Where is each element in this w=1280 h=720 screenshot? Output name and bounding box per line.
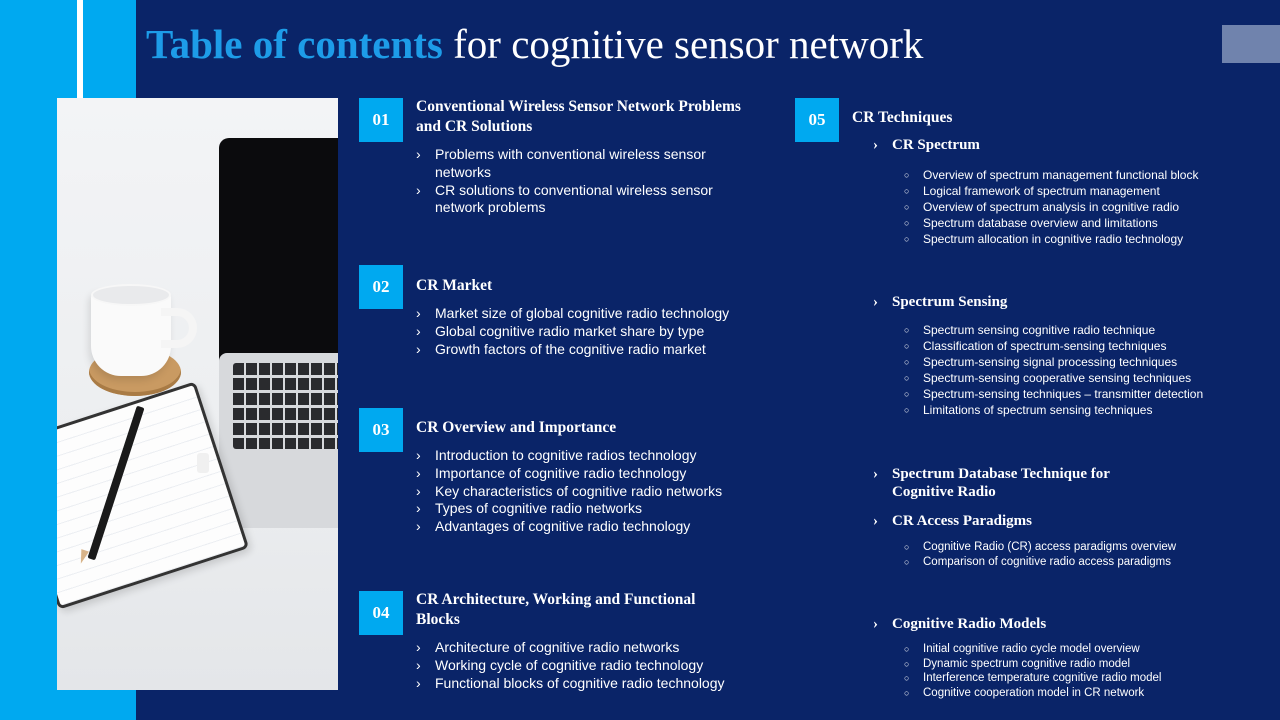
list-item: CR solutions to conventional wireless se… <box>416 182 716 218</box>
subsection-spectrum-sensing: ›Spectrum Sensing <box>873 294 1008 310</box>
list-item: Functional blocks of cognitive radio tec… <box>416 675 766 693</box>
section-heading-02: CR Market <box>416 277 493 294</box>
section-heading-01: Conventional Wireless Sensor Network Pro… <box>416 98 741 135</box>
desk-photo <box>57 98 338 690</box>
list-item: Types of cognitive radio networks <box>416 500 766 518</box>
list-item: Cognitive Radio (CR) access paradigms ov… <box>904 540 1176 555</box>
subsection-list-cr-spectrum: Overview of spectrum management function… <box>904 167 1198 247</box>
list-item: Spectrum-sensing cooperative sensing tec… <box>904 370 1203 386</box>
section-number-05: 05 <box>795 98 839 142</box>
page-title: Table of contents for cognitive sensor n… <box>146 18 923 70</box>
section-list-03: Introduction to cognitive radios technol… <box>416 447 766 536</box>
laptop-keyboard <box>233 363 338 449</box>
subsection-cr-spectrum: ›CR Spectrum <box>873 137 980 153</box>
list-item: Spectrum allocation in cognitive radio t… <box>904 231 1198 247</box>
list-item: Problems with conventional wireless sens… <box>416 146 716 182</box>
subsection-list-cognitive-radio-models: Initial cognitive radio cycle model over… <box>904 642 1161 700</box>
section-number-02: 02 <box>359 265 403 309</box>
list-item: Market size of global cognitive radio te… <box>416 305 766 323</box>
list-item: Introduction to cognitive radios technol… <box>416 447 766 465</box>
list-item: Working cycle of cognitive radio technol… <box>416 657 766 675</box>
list-item: Importance of cognitive radio technology <box>416 465 766 483</box>
subsection-cr-access-paradigms: ›CR Access Paradigms <box>873 513 1032 529</box>
section-heading-03: CR Overview and Importance <box>416 419 617 436</box>
section-heading-05: CR Techniques <box>852 109 953 126</box>
list-item: Architecture of cognitive radio networks <box>416 639 766 657</box>
laptop-screen <box>219 138 338 363</box>
list-item: Cognitive cooperation model in CR networ… <box>904 686 1161 701</box>
subsection-list-cr-access-paradigms: Cognitive Radio (CR) access paradigms ov… <box>904 540 1176 569</box>
list-item: Logical framework of spectrum management <box>904 183 1198 199</box>
list-item: Advantages of cognitive radio technology <box>416 518 766 536</box>
title-accent: Table of contents <box>146 21 443 67</box>
list-item: Classification of spectrum-sensing techn… <box>904 338 1203 354</box>
subsection-list-spectrum-sensing: Spectrum sensing cognitive radio techniq… <box>904 322 1203 418</box>
list-item: Growth factors of the cognitive radio ma… <box>416 341 766 359</box>
title-rest: for cognitive sensor network <box>442 21 924 67</box>
list-item: Overview of spectrum management function… <box>904 167 1198 183</box>
notebook-strap <box>197 453 209 473</box>
list-item: Spectrum-sensing signal processing techn… <box>904 354 1203 370</box>
list-item: Interference temperature cognitive radio… <box>904 671 1161 686</box>
section-list-04: Architecture of cognitive radio networks… <box>416 639 766 692</box>
corner-decoration-block <box>1222 25 1280 63</box>
section-number-04: 04 <box>359 591 403 635</box>
list-item: Key characteristics of cognitive radio n… <box>416 483 766 501</box>
list-item: Comparison of cognitive radio access par… <box>904 555 1176 570</box>
subsection-cognitive-radio-models: ›Cognitive Radio Models <box>873 616 1047 632</box>
section-list-01: Problems with conventional wireless sens… <box>416 146 716 217</box>
list-item: Spectrum database overview and limitatio… <box>904 215 1198 231</box>
cup-handle <box>161 308 197 348</box>
subsection-spectrum-database: ›Spectrum Database Technique for Cogniti… <box>873 466 1110 500</box>
vertical-divider-line <box>77 0 83 120</box>
cup-rim <box>91 284 171 306</box>
list-item: Dynamic spectrum cognitive radio model <box>904 657 1161 672</box>
list-item: Limitations of spectrum sensing techniqu… <box>904 402 1203 418</box>
list-item: Overview of spectrum analysis in cogniti… <box>904 199 1198 215</box>
section-heading-04: CR Architecture, Working and Functional … <box>416 591 696 628</box>
list-item: Spectrum sensing cognitive radio techniq… <box>904 322 1203 338</box>
list-item: Spectrum-sensing techniques – transmitte… <box>904 386 1203 402</box>
section-number-03: 03 <box>359 408 403 452</box>
section-list-02: Market size of global cognitive radio te… <box>416 305 766 358</box>
section-number-01: 01 <box>359 98 403 142</box>
list-item: Global cognitive radio market share by t… <box>416 323 766 341</box>
list-item: Initial cognitive radio cycle model over… <box>904 642 1161 657</box>
